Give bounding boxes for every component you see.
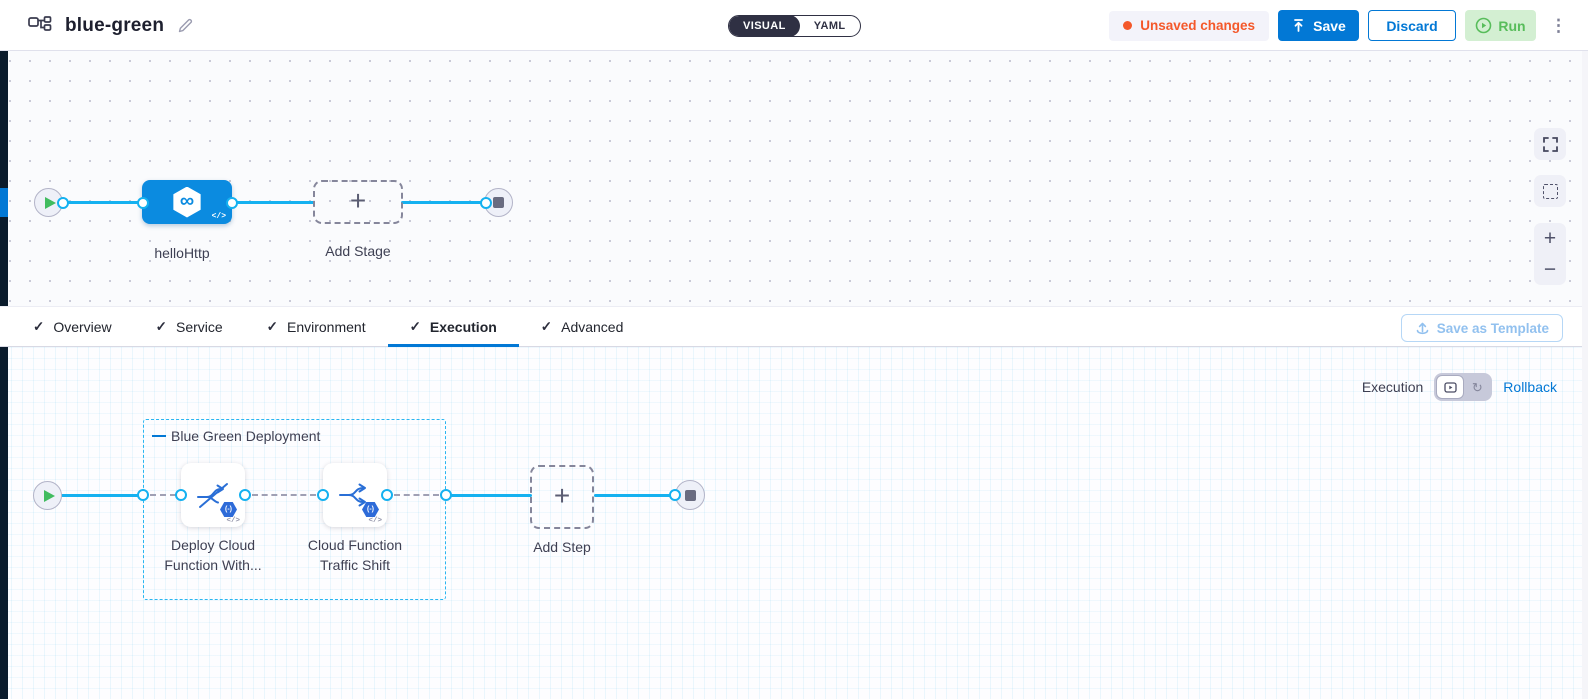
left-nav-rail (0, 347, 8, 699)
marquee-icon (1542, 183, 1558, 199)
check-icon: ✓ (266, 318, 278, 334)
serverless-hexagon-icon: ∞ (173, 186, 201, 218)
tab-overview[interactable]: ✓ Overview (33, 318, 112, 335)
template-upload-icon (1416, 322, 1428, 334)
check-icon: ✓ (409, 318, 421, 334)
unsaved-changes-badge: Unsaved changes (1109, 10, 1269, 41)
connector-port[interactable] (137, 489, 149, 501)
execution-canvas[interactable]: Execution ↻ Rollback (0, 347, 1588, 699)
save-upload-icon (1294, 19, 1304, 32)
step-group-title: Blue Green Deployment (152, 428, 320, 444)
connector-port[interactable] (137, 196, 149, 209)
execution-mode-row: Execution ↻ Rollback (1362, 373, 1557, 401)
tab-service[interactable]: ✓ Service (155, 318, 223, 335)
add-stage-label: Add Stage (325, 243, 391, 259)
add-stage-button[interactable]: + (313, 180, 403, 224)
more-options-kebab-icon[interactable]: ⋮ (1550, 16, 1567, 35)
stage-pipeline-canvas[interactable]: ∞ </> helloHttp + Add Stage + − (0, 51, 1588, 306)
pipeline-graph-icon (28, 15, 52, 36)
code-icon: </> (368, 517, 382, 525)
rollback-toggle-segment[interactable]: ↻ (1464, 375, 1490, 399)
execution-toggle-segment[interactable] (1436, 375, 1465, 399)
flow-line (446, 493, 532, 497)
plus-icon: + (349, 184, 367, 216)
connector-port[interactable] (440, 489, 452, 501)
execution-mode-label: Execution (1361, 379, 1424, 395)
play-icon (44, 489, 55, 502)
visual-yaml-toggle: VISUAL YAML (728, 15, 861, 37)
step-group-blue-green-deployment[interactable]: Blue Green Deployment (143, 419, 446, 600)
execution-icon (1444, 381, 1457, 393)
code-icon: </> (226, 517, 240, 525)
unsaved-dot-icon (1123, 21, 1133, 30)
play-icon (45, 196, 56, 209)
left-nav-rail (0, 51, 8, 306)
unsaved-label: Unsaved changes (1140, 18, 1255, 33)
execution-rollback-toggle[interactable]: ↻ (1434, 373, 1493, 401)
header-bar: blue-green VISUAL YAML Unsaved changes S… (0, 0, 1588, 51)
step-cloud-function-traffic-shift[interactable]: (-) </> (323, 463, 387, 527)
discard-button[interactable]: Discard (1368, 10, 1456, 41)
flow-line (62, 201, 144, 204)
execution-start-node[interactable] (33, 481, 62, 510)
deploy-no-traffic-icon (197, 483, 228, 508)
add-step-label: Add Step (533, 539, 591, 555)
step-name-label: Deploy Cloud Function With... (164, 537, 262, 573)
connector-port[interactable] (239, 489, 251, 501)
stage-name-label: helloHttp (154, 245, 210, 261)
stage-node-hellohttp[interactable]: ∞ </> (142, 180, 232, 224)
flow-line (401, 201, 486, 204)
zoom-in-button[interactable]: + (1543, 227, 1557, 250)
stage-tabs-bar: ✓ Overview ✓ Service ✓ Environment ✓ Exe… (0, 306, 1588, 347)
connector-port[interactable] (669, 489, 681, 501)
page-title: blue-green (65, 14, 165, 36)
traffic-shift-icon (339, 483, 366, 507)
fullscreen-icon (1542, 136, 1558, 152)
fullscreen-button[interactable] (1534, 128, 1566, 160)
save-button[interactable]: Save (1278, 10, 1359, 41)
stop-icon (684, 489, 696, 501)
step-deploy-cloud-function[interactable]: (-) </> (181, 463, 245, 527)
check-icon: ✓ (540, 318, 553, 334)
stop-icon (493, 197, 504, 208)
plus-icon: + (553, 479, 571, 511)
rollback-icon: ↻ (1471, 379, 1483, 395)
gen-badge-icon: (-) (220, 502, 237, 517)
save-as-template-button[interactable]: Save as Template (1400, 314, 1563, 342)
connector-port[interactable] (175, 489, 187, 501)
run-button[interactable]: Run (1465, 10, 1536, 41)
gen-badge-icon: (-) (362, 502, 379, 517)
dashed-connector (150, 493, 176, 496)
flow-line (594, 493, 674, 497)
connector-port[interactable] (480, 196, 492, 209)
scrollbar-track[interactable] (1582, 51, 1588, 699)
add-step-button[interactable]: + (530, 465, 594, 529)
connector-port[interactable] (57, 196, 69, 209)
edit-pencil-icon[interactable] (177, 17, 194, 34)
dashed-connector (252, 493, 316, 496)
connector-port[interactable] (226, 196, 238, 209)
zoom-controls: + − (1534, 223, 1566, 285)
toggle-visual[interactable]: VISUAL (729, 16, 800, 36)
flow-line (230, 201, 315, 204)
code-icon: </> (211, 212, 226, 221)
run-play-icon (1476, 17, 1492, 34)
marquee-select-button[interactable] (1534, 175, 1566, 207)
zoom-out-button[interactable]: − (1543, 258, 1557, 281)
check-icon: ✓ (155, 318, 167, 334)
tab-advanced[interactable]: ✓ Advanced (540, 318, 624, 335)
flow-line (61, 493, 144, 497)
tab-environment[interactable]: ✓ Environment (266, 318, 366, 335)
tab-execution[interactable]: ✓ Execution (387, 307, 520, 347)
rollback-link[interactable]: Rollback (1503, 379, 1557, 395)
rail-accent (0, 188, 8, 217)
group-dash-icon (152, 434, 166, 438)
toggle-yaml[interactable]: YAML (813, 20, 846, 32)
step-name-label: Cloud Function Traffic Shift (307, 537, 403, 573)
dashed-connector (394, 493, 439, 496)
connector-port[interactable] (381, 489, 393, 501)
check-icon: ✓ (33, 318, 45, 334)
connector-port[interactable] (317, 489, 329, 501)
